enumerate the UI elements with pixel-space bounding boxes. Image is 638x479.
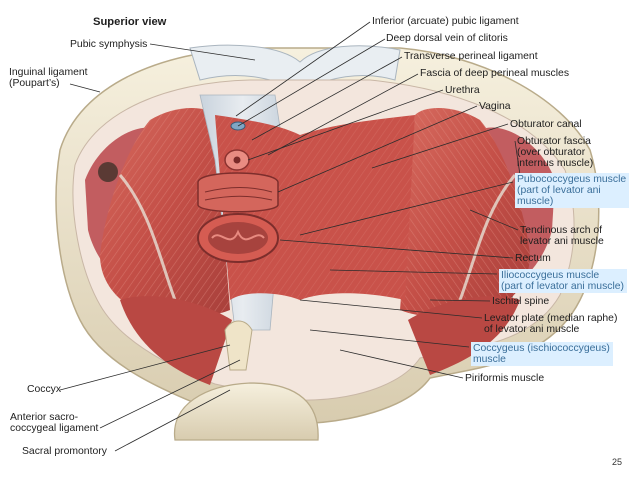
obturator-canal-left bbox=[98, 162, 118, 182]
label-coccyx: Coccyx bbox=[27, 384, 62, 395]
vagina-shape bbox=[197, 172, 279, 213]
leader-lines bbox=[59, 21, 521, 452]
view-title: Superior view bbox=[93, 16, 167, 28]
leader-line bbox=[329, 269, 498, 275]
label-inferior-pubic-ligament: Inferior (arcuate) pubic ligament bbox=[372, 16, 519, 27]
leader-line bbox=[371, 123, 509, 169]
coccygeus-left bbox=[120, 296, 232, 385]
leader-line bbox=[299, 299, 483, 319]
coccyx-shape bbox=[224, 320, 253, 371]
label-vagina: Vagina bbox=[479, 101, 511, 112]
leader-line bbox=[235, 21, 371, 117]
label-pubococcygeus-muscle: Pubococcygeus muscle (part of levator an… bbox=[515, 173, 630, 208]
leader-line bbox=[59, 344, 231, 391]
leader-line bbox=[237, 38, 386, 127]
label-iliococcygeus-muscle: Iliococcygeus muscle (part of levator an… bbox=[499, 269, 628, 293]
label-tendinous-arch: Tendinous arch of levator ani muscle bbox=[520, 225, 604, 247]
label-ischial-spine: Ischial spine bbox=[492, 296, 550, 307]
label-rectum: Rectum bbox=[515, 253, 551, 264]
leader-line bbox=[251, 56, 403, 141]
label-inguinal-ligament: Inguinal ligament (Poupart’s) bbox=[9, 67, 88, 89]
sacrum-shape bbox=[173, 382, 319, 441]
label-pubic-symphysis: Pubic symphysis bbox=[70, 39, 148, 50]
label-coccygeus-muscle: Coccygeus (ischiococcygeus) muscle bbox=[471, 342, 613, 366]
leader-line bbox=[469, 209, 519, 231]
label-urethra: Urethra bbox=[445, 85, 480, 96]
label-piriformis-muscle: Piriformis muscle bbox=[465, 373, 545, 384]
leader-line bbox=[514, 140, 521, 176]
leader-line bbox=[277, 105, 478, 193]
leader-line bbox=[309, 329, 470, 348]
label-anterior-sacrococcygeal-ligament: Anterior sacro- coccygeal ligament bbox=[10, 412, 99, 434]
label-sacral-promontory: Sacral promontory bbox=[22, 446, 107, 457]
label-fascia-deep-perineal: Fascia of deep perineal muscles bbox=[420, 68, 570, 79]
leader-line bbox=[149, 43, 256, 61]
leader-line bbox=[267, 73, 419, 156]
leader-line bbox=[247, 89, 444, 161]
leader-line bbox=[99, 359, 241, 429]
leader-line bbox=[69, 83, 101, 93]
leader-line bbox=[299, 181, 514, 236]
leader-line bbox=[279, 239, 514, 259]
label-obturator-fascia: Obturator fascia (over obturator internu… bbox=[517, 136, 594, 169]
leader-line bbox=[429, 299, 491, 302]
leader-line bbox=[114, 389, 231, 452]
label-deep-dorsal-vein: Deep dorsal vein of clitoris bbox=[386, 33, 508, 44]
page-number: 25 bbox=[611, 457, 622, 467]
pubic-symphysis-shape bbox=[189, 44, 401, 91]
leader-line bbox=[339, 349, 464, 379]
label-levator-plate: Levator plate (median raphe) of levator … bbox=[484, 313, 618, 335]
coccygeus-right bbox=[408, 296, 520, 375]
label-obturator-canal: Obturator canal bbox=[510, 119, 582, 130]
label-transverse-perineal-ligament: Transverse perineal ligament bbox=[404, 51, 538, 62]
